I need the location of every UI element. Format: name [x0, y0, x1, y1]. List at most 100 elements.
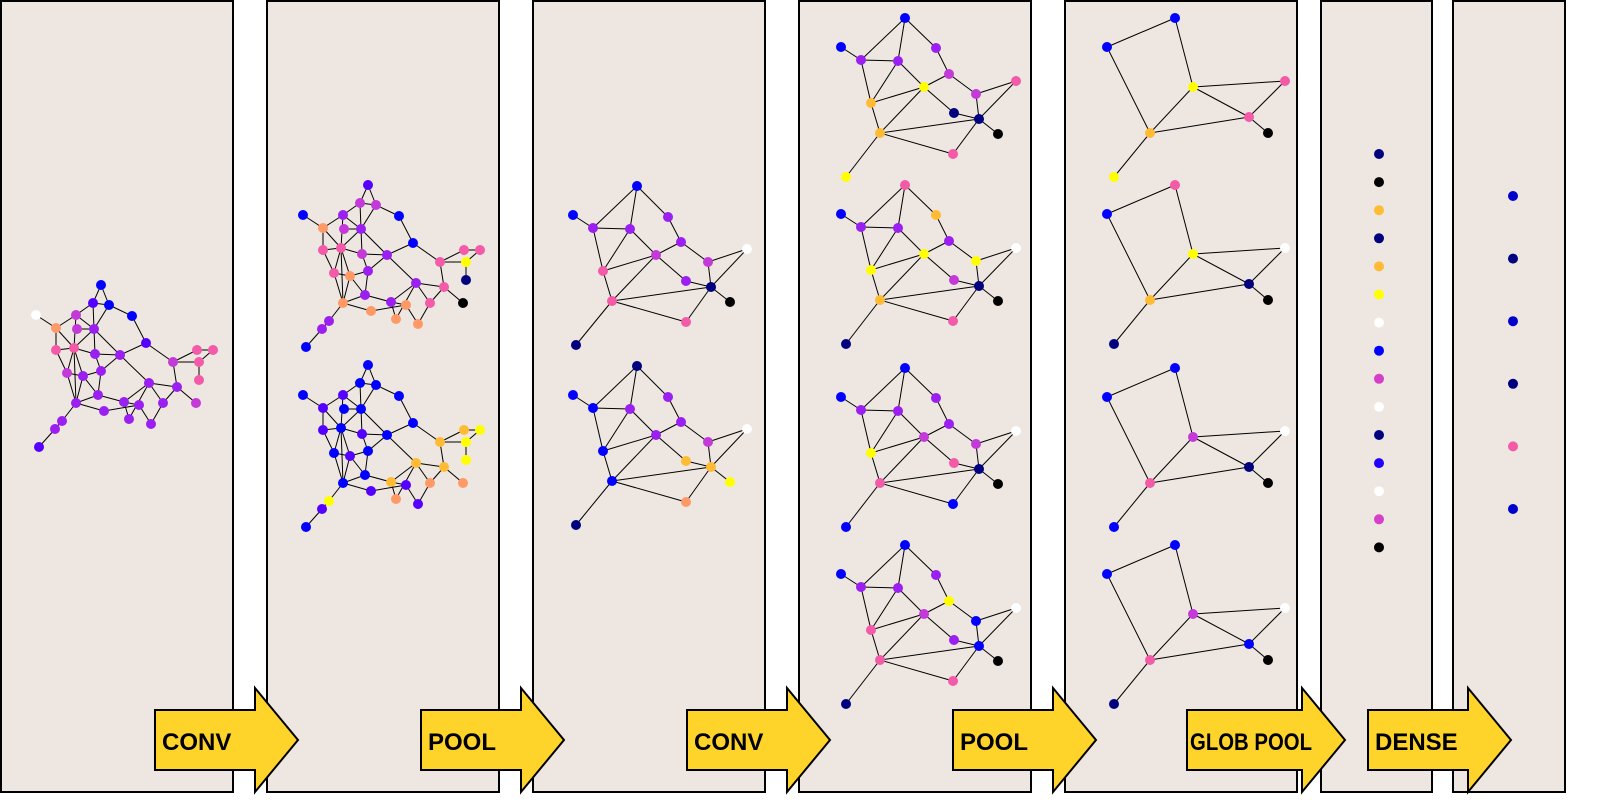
graph-edge: [611, 480, 687, 503]
output-node: [1508, 441, 1518, 452]
graph-edge: [860, 59, 872, 104]
conv1-graph-b: [298, 360, 485, 532]
graph-edge: [975, 430, 1017, 445]
graph-node: [71, 398, 81, 408]
conv2-graph-1: [836, 13, 1021, 182]
graph-node: [413, 319, 423, 329]
graph-node: [345, 271, 355, 281]
graph-node: [317, 504, 327, 514]
graph-node: [301, 342, 311, 352]
graph-node: [607, 296, 617, 306]
graph-node: [974, 114, 984, 124]
graph-edge: [948, 600, 977, 622]
graph-node: [391, 494, 401, 504]
graph-node: [1145, 128, 1155, 138]
arrow-glob-pool: GLOB POOL: [1186, 685, 1347, 795]
conv2-graph-2: [836, 180, 1021, 349]
graph-node: [71, 310, 81, 320]
feature-node: [1374, 486, 1384, 497]
graph-node: [676, 417, 686, 427]
graph-node: [742, 244, 752, 254]
graph-edge: [870, 452, 881, 484]
graph-node: [856, 405, 866, 415]
feature-node: [1374, 514, 1384, 525]
graph-edge: [1192, 86, 1250, 118]
graph-node: [836, 209, 846, 219]
graph-node: [461, 455, 471, 465]
pool1-graph-b: [568, 361, 752, 530]
graph-node: [329, 268, 339, 278]
feature-node: [1374, 430, 1384, 440]
pool2-graph-1: [1102, 13, 1290, 182]
graph-edge: [685, 466, 712, 503]
graph-node: [944, 596, 954, 606]
graph-node: [104, 300, 114, 310]
graph-node: [1011, 603, 1021, 613]
graph-edge: [103, 404, 140, 412]
layer-panel-7: [1452, 0, 1566, 793]
graph-edge: [952, 118, 980, 155]
graph-edge: [1149, 116, 1250, 134]
graph-edge: [370, 484, 407, 492]
graph-node: [1263, 295, 1273, 305]
graph-edge: [340, 427, 344, 484]
graph-node: [324, 316, 334, 326]
graph-edge: [629, 365, 638, 410]
graph-node: [411, 278, 421, 288]
pool2-graph-3: [1102, 363, 1290, 532]
stage-label: POOL: [960, 729, 1028, 756]
graph-node: [725, 297, 735, 307]
layer-panel-5: [1064, 0, 1298, 793]
graph-edge: [897, 227, 925, 255]
graph-node: [411, 458, 421, 468]
graph-edge: [904, 367, 937, 399]
stage-label: CONV: [694, 729, 763, 756]
output-node: [1508, 253, 1518, 264]
graph-edge: [879, 468, 980, 484]
graph-node: [78, 371, 88, 381]
output-node: [1508, 504, 1518, 514]
graph-edge: [592, 407, 631, 410]
graph-node: [706, 282, 716, 292]
layer-panel-3: [532, 0, 766, 793]
graph-edge: [412, 242, 441, 263]
graph-edge: [952, 645, 980, 682]
graph-node: [360, 290, 370, 300]
graph-node: [931, 570, 941, 580]
graph-edge: [845, 659, 881, 705]
graph-edge: [707, 428, 748, 443]
graph-edge: [845, 482, 881, 528]
graph-node: [72, 324, 82, 334]
graph-edge: [636, 185, 669, 218]
arrow-shape: [952, 685, 1098, 795]
graph-edge: [629, 185, 638, 230]
graph-edge: [923, 436, 955, 464]
pool1-graph-a: [568, 181, 752, 350]
graph-edge: [1149, 436, 1194, 484]
graph-edge: [629, 408, 657, 436]
graph-node: [944, 69, 954, 79]
graph-node: [1102, 569, 1112, 579]
graph-node: [391, 314, 401, 324]
graph-edge: [680, 421, 709, 443]
graph-node: [681, 276, 691, 286]
graph-node: [318, 425, 328, 435]
arrow-dense: DENSE: [1367, 685, 1513, 795]
graph-node: [836, 392, 846, 402]
graph-node: [338, 478, 348, 488]
graph-edge: [611, 434, 657, 482]
graph-edge: [611, 286, 712, 302]
graph-node: [841, 522, 851, 532]
arrow-pool: POOL: [952, 685, 1098, 795]
graph-node: [356, 404, 366, 414]
graph-node: [458, 478, 468, 488]
graph-node: [329, 448, 339, 458]
graph-node: [856, 55, 866, 65]
graph-node: [663, 392, 673, 402]
graph-node: [875, 655, 885, 665]
graph-edge: [860, 59, 899, 62]
graph-edge: [879, 659, 954, 682]
graph-edge: [897, 367, 906, 412]
graph-node: [345, 451, 355, 461]
feature-node: [1374, 458, 1384, 469]
